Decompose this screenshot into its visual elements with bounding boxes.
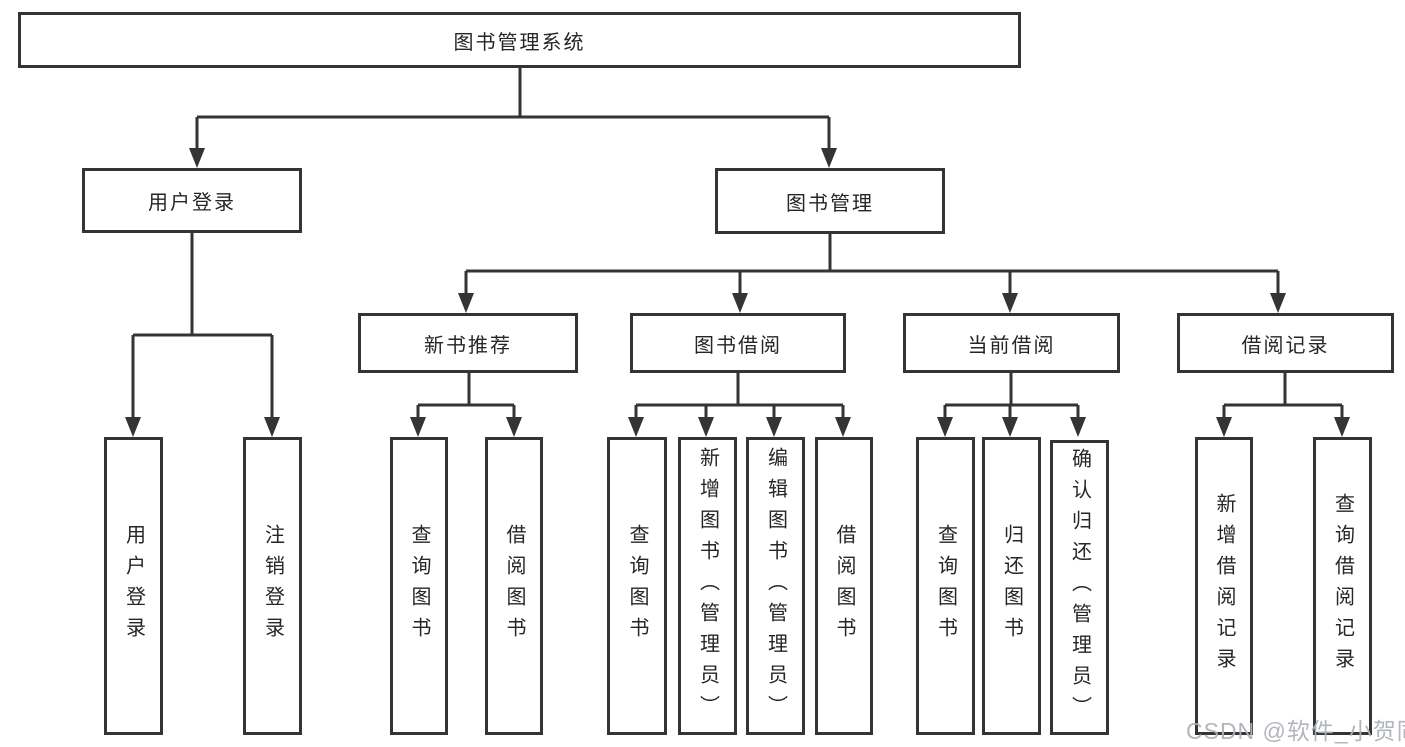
node-user-login: 用户登录 bbox=[82, 168, 302, 233]
node-label: 当前借阅 bbox=[967, 334, 1056, 357]
node-leaf-return-books: 归还图书 bbox=[982, 437, 1041, 735]
node-new-book-recommend: 新书推荐 bbox=[358, 313, 578, 373]
node-label: 查询图书 bbox=[626, 524, 648, 648]
node-label: 新增借阅记录 bbox=[1213, 493, 1235, 679]
node-leaf-borrow-books-recommend: 借阅图书 bbox=[485, 437, 543, 735]
node-label: 图书管理 bbox=[786, 192, 874, 215]
node-leaf-query-books-borrowing: 查询图书 bbox=[607, 437, 667, 735]
node-leaf-edit-books-admin: 编辑图书（管理员） bbox=[746, 437, 805, 735]
node-label: 查询图书 bbox=[934, 524, 957, 648]
node-leaf-confirm-return-admin: 确认归还（管理员） bbox=[1050, 440, 1109, 735]
node-leaf-add-books-admin: 新增图书（管理员） bbox=[678, 437, 737, 735]
node-leaf-query-books-current: 查询图书 bbox=[916, 437, 975, 735]
node-label: 查询图书 bbox=[408, 524, 430, 648]
node-label: 确认归还（管理员） bbox=[1068, 448, 1091, 727]
node-root-system: 图书管理系统 bbox=[18, 12, 1021, 68]
node-leaf-query-borrow-record: 查询借阅记录 bbox=[1313, 437, 1372, 735]
node-leaf-add-borrow-record: 新增借阅记录 bbox=[1195, 437, 1253, 735]
node-label: 借阅图书 bbox=[833, 524, 855, 648]
node-label: 注销登录 bbox=[261, 524, 284, 648]
node-label: 编辑图书（管理员） bbox=[764, 446, 787, 726]
node-leaf-logout: 注销登录 bbox=[243, 437, 302, 735]
node-label: 图书管理系统 bbox=[453, 31, 586, 54]
arrowhead-icons bbox=[125, 148, 1350, 437]
node-book-borrowing: 图书借阅 bbox=[630, 313, 846, 373]
node-leaf-query-books-recommend: 查询图书 bbox=[390, 437, 448, 735]
node-label: 借阅记录 bbox=[1241, 334, 1330, 357]
node-label: 借阅图书 bbox=[503, 524, 525, 648]
csdn-watermark: CSDN @软件_小贺同学 bbox=[1186, 718, 1405, 744]
node-borrowing-records: 借阅记录 bbox=[1177, 313, 1394, 373]
node-leaf-borrow-books-borrowing: 借阅图书 bbox=[815, 437, 873, 735]
node-label: 查询借阅记录 bbox=[1331, 493, 1354, 679]
node-label: 用户登录 bbox=[122, 524, 145, 648]
node-book-management: 图书管理 bbox=[715, 168, 945, 234]
node-label: 图书借阅 bbox=[694, 334, 782, 357]
node-label: 用户登录 bbox=[148, 192, 236, 214]
node-current-borrowing: 当前借阅 bbox=[903, 313, 1120, 373]
node-label: 归还图书 bbox=[1000, 524, 1023, 648]
node-label: 新书推荐 bbox=[424, 334, 512, 357]
node-leaf-user-login: 用户登录 bbox=[104, 437, 163, 735]
node-label: 新增图书（管理员） bbox=[696, 446, 719, 726]
